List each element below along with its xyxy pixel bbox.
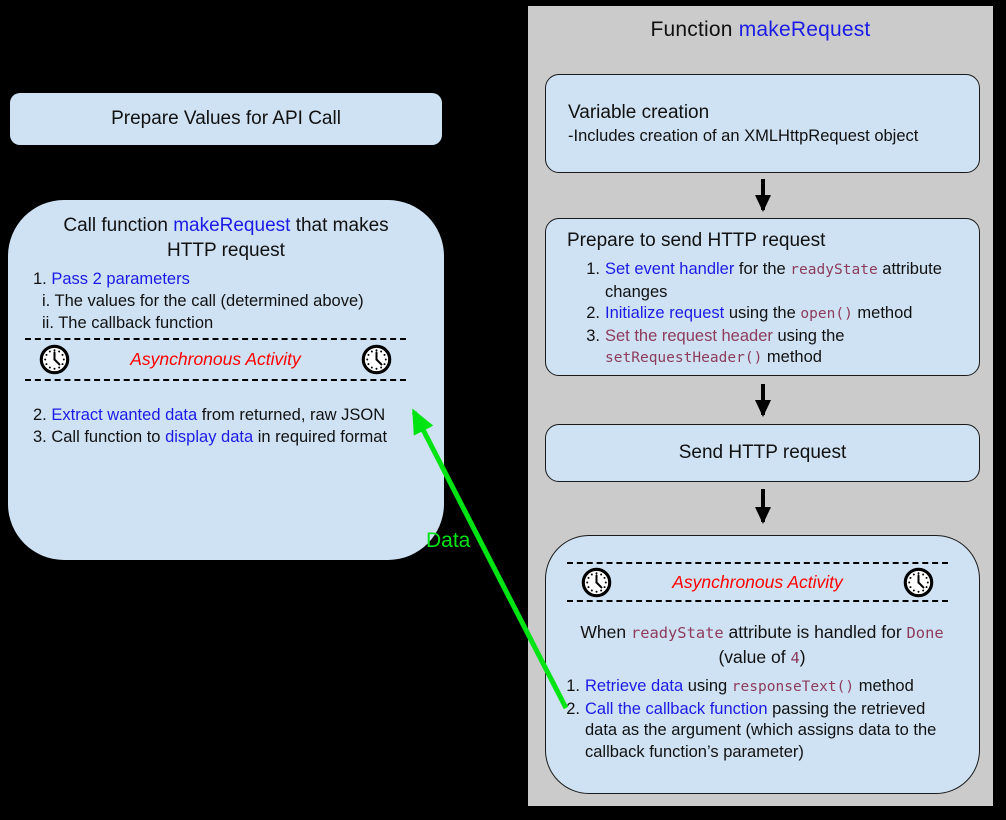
async-activity-strip: Asynchronous Activity <box>567 562 948 602</box>
list-item: 1. Retrieve data using responseText() me… <box>560 676 970 699</box>
prepare-send-heading: Prepare to send HTTP request <box>567 230 826 251</box>
async-activity-strip: Asynchronous Activity <box>25 338 406 381</box>
list-number: 3. <box>586 326 600 345</box>
clock-icon <box>903 567 934 597</box>
clock-icon <box>39 344 70 375</box>
list-text: Set event handler for the readyState att… <box>605 260 942 301</box>
step-display-data: 3. Call function to display data in requ… <box>33 428 388 446</box>
clock-icon <box>361 344 392 375</box>
list-item: 3. Set the request header using the setR… <box>580 326 971 370</box>
callback-heading: When readyState attribute is handled for… <box>580 622 944 667</box>
send-request-box: Send HTTP request <box>545 424 980 482</box>
prepare-values-box: Prepare Values for API Call <box>10 93 442 145</box>
list-text: Initialize request using the open() meth… <box>605 304 913 322</box>
call-function-box: Call function makeRequest that makes HTT… <box>8 200 444 560</box>
prepare-send-box: Prepare to send HTTP request 1. Set even… <box>545 218 980 376</box>
list-item: 1. Set event handler for the readyState … <box>580 259 971 303</box>
list-number: 2. <box>586 304 600 322</box>
send-request-label: Send HTTP request <box>678 442 847 463</box>
step-callback-function: ii. The callback function <box>42 314 214 332</box>
list-item: 2. Call the callback function passing th… <box>560 699 970 764</box>
step-extract-data: 2. Extract wanted data from returned, ra… <box>33 406 386 424</box>
list-number: 2. <box>566 699 580 718</box>
data-label: Data <box>426 529 471 552</box>
step-values-for-call: i. The values for the call (determined a… <box>42 292 364 310</box>
async-activity-label: Asynchronous Activity <box>672 571 843 592</box>
list-text: Retrieve data using responseText() metho… <box>585 677 914 695</box>
list-number: 1. <box>586 260 600 278</box>
call-function-steps-bottom: 2. Extract wanted data from returned, ra… <box>33 404 437 448</box>
list-text: Call the callback function passing the r… <box>585 699 937 761</box>
step-pass-parameters: 1. Pass 2 parameters <box>33 270 190 288</box>
variable-creation-subtext: -Includes creation of an XMLHttpRequest … <box>568 126 919 145</box>
prepare-send-list: 1. Set event handler for the readyState … <box>580 259 971 370</box>
list-text: Set the request header using the setRequ… <box>605 326 845 367</box>
function-panel: Function makeRequest Variable creation -… <box>528 6 993 806</box>
panel-title: Function makeRequest <box>650 18 871 41</box>
variable-creation-box: Variable creation -Includes creation of … <box>545 74 980 173</box>
call-function-title: Call function makeRequest that makes HTT… <box>63 215 389 261</box>
list-number: 1. <box>566 677 580 695</box>
list-item: 2. Initialize request using the open() m… <box>580 303 971 326</box>
async-activity-label: Asynchronous Activity <box>130 349 301 369</box>
callback-list: 1. Retrieve data using responseText() me… <box>560 676 970 763</box>
call-function-steps-top: 1. Pass 2 parameters i. The values for t… <box>33 268 433 334</box>
variable-creation-heading: Variable creation <box>568 101 710 123</box>
callback-box: Asynchronous Activity When readyState at… <box>545 535 980 794</box>
prepare-values-label: Prepare Values for API Call <box>111 108 341 129</box>
clock-icon <box>581 567 612 597</box>
